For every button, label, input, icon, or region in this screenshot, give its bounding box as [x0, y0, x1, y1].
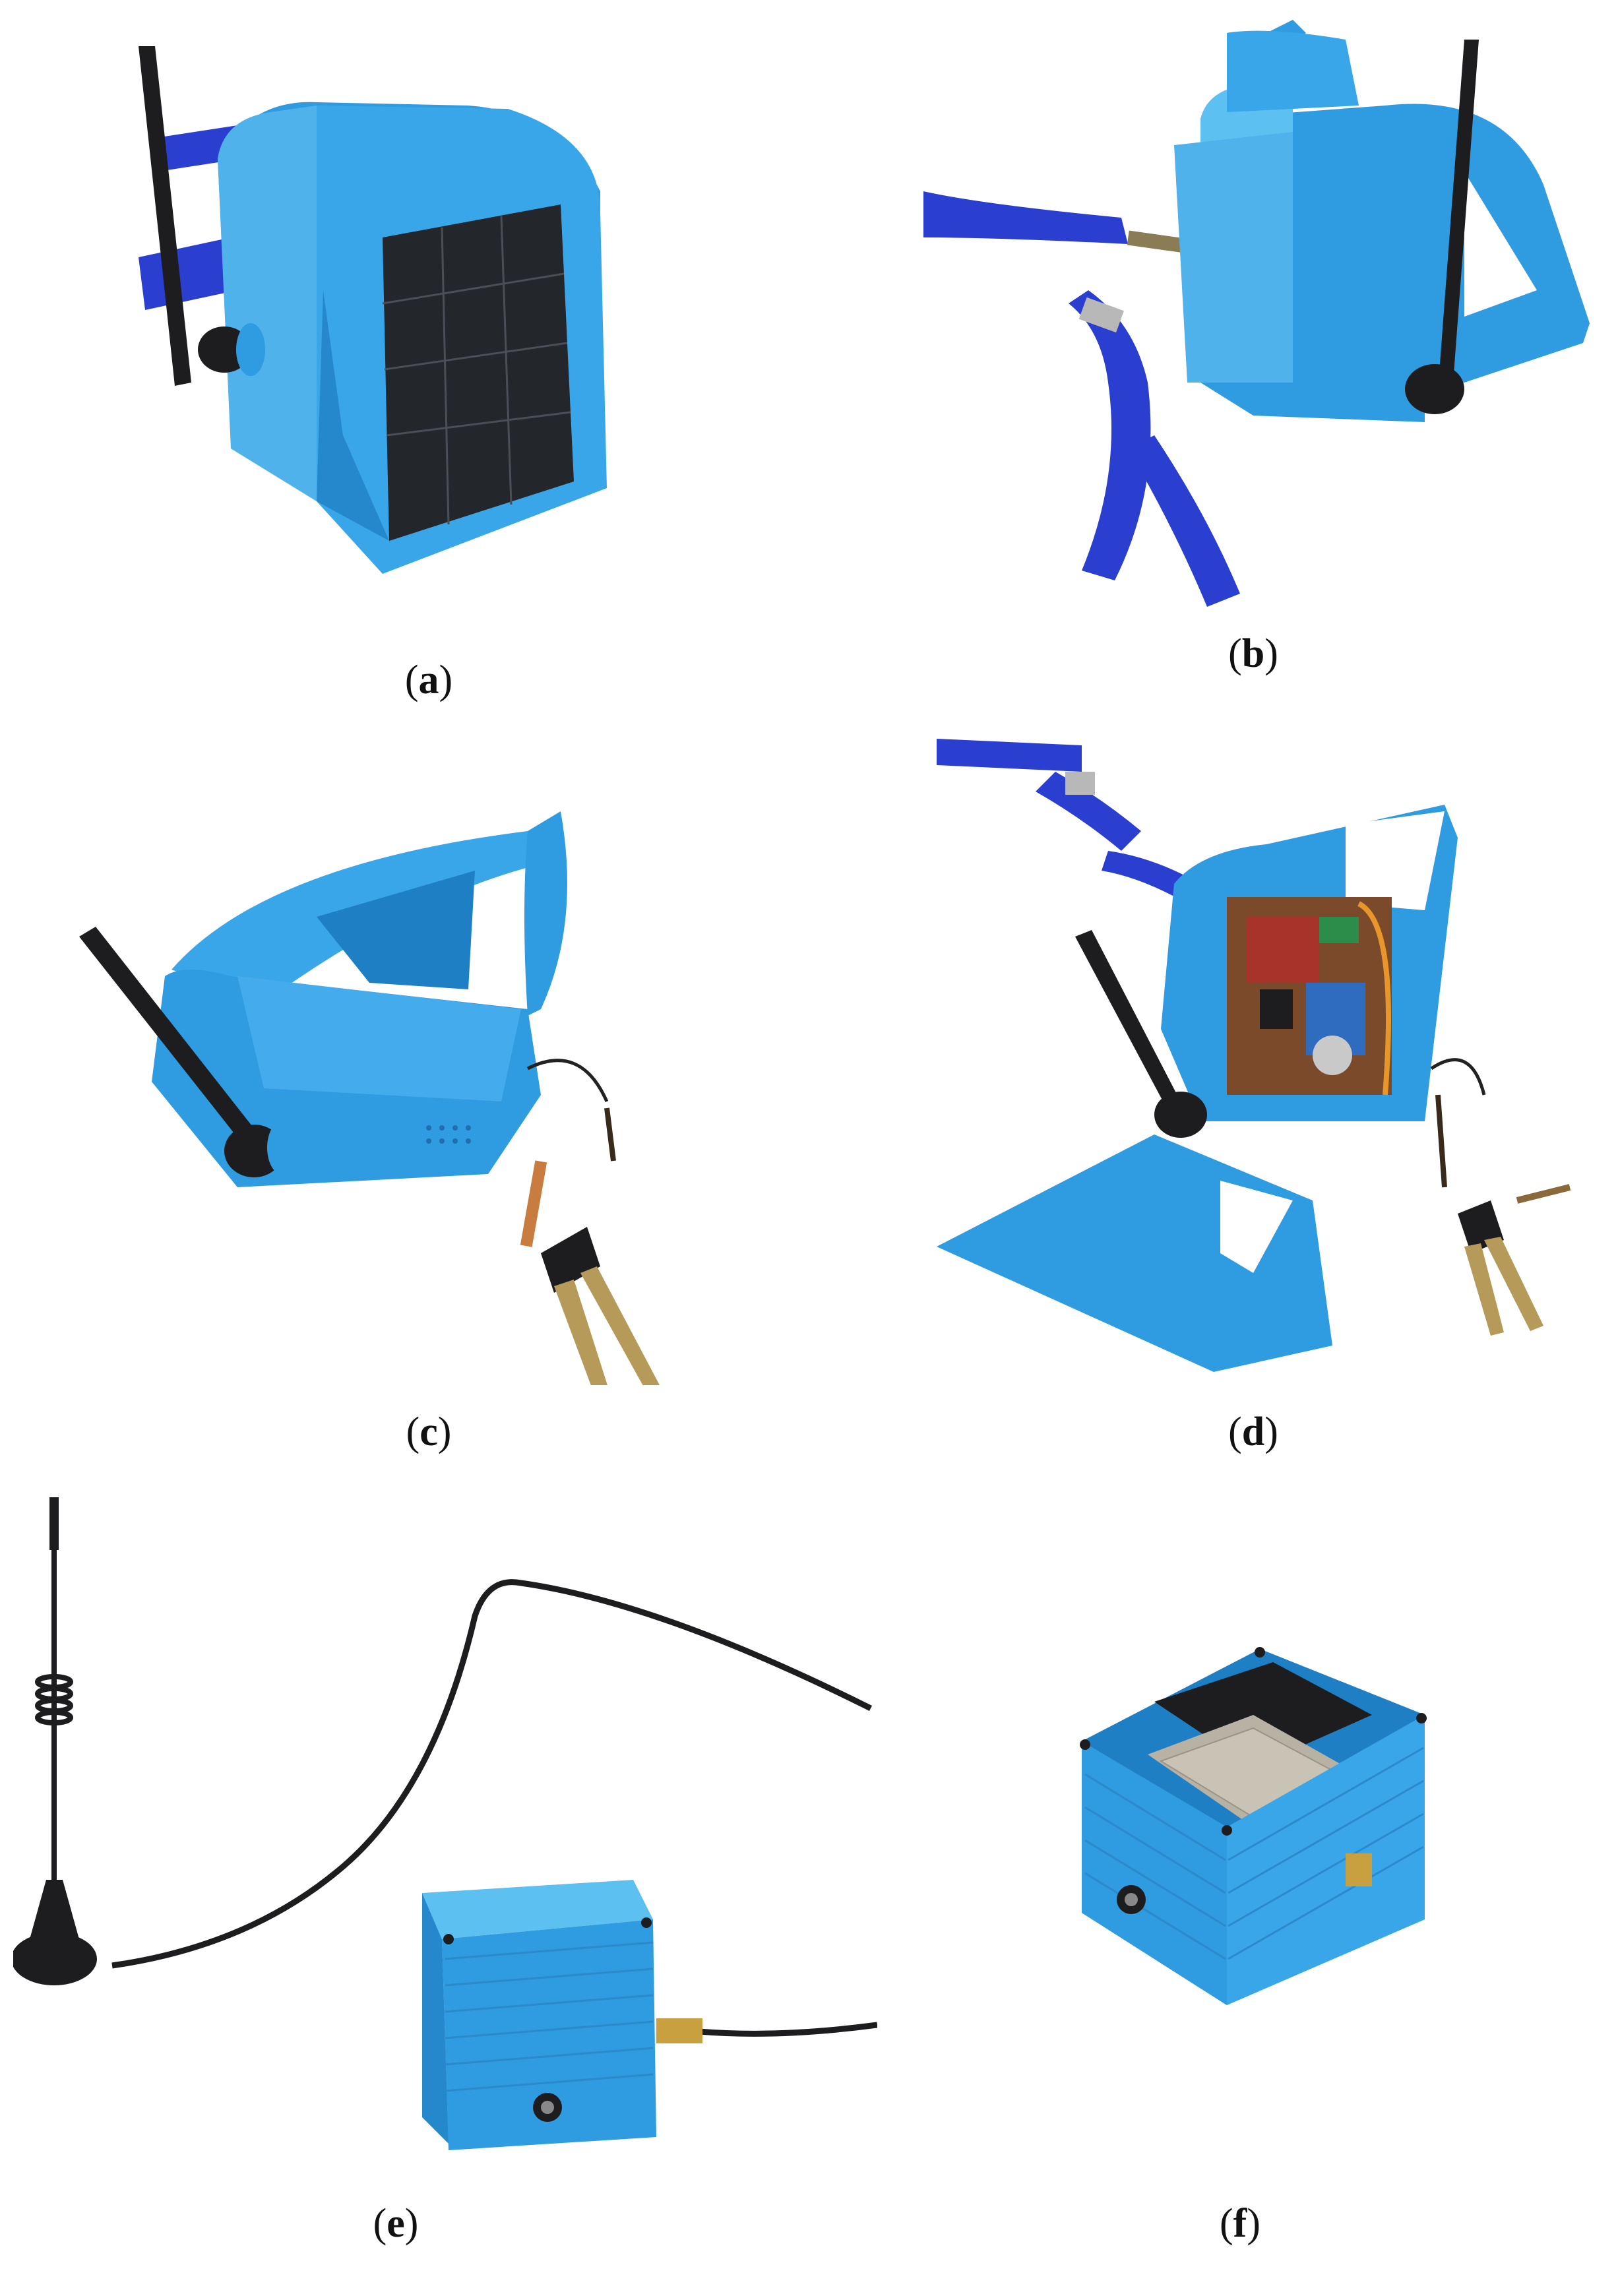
caption-f: (f)	[1220, 2201, 1260, 2246]
caption-a: (a)	[404, 658, 453, 702]
photo-panel-e: (e)	[13, 1484, 877, 2244]
photo-panel-a: (a)	[99, 40, 759, 700]
photo-panel-f: (f)	[1055, 1636, 1484, 2244]
photo-panel-c: (c)	[66, 791, 759, 1452]
caption-e: (e)	[373, 2201, 419, 2246]
caption-d: (d)	[1228, 1410, 1278, 1454]
photo-panel-b: (b)	[923, 13, 1616, 674]
caption-b: (b)	[1228, 631, 1278, 676]
photo-panel-d: (d)	[923, 726, 1616, 1452]
caption-c: (c)	[406, 1410, 452, 1454]
